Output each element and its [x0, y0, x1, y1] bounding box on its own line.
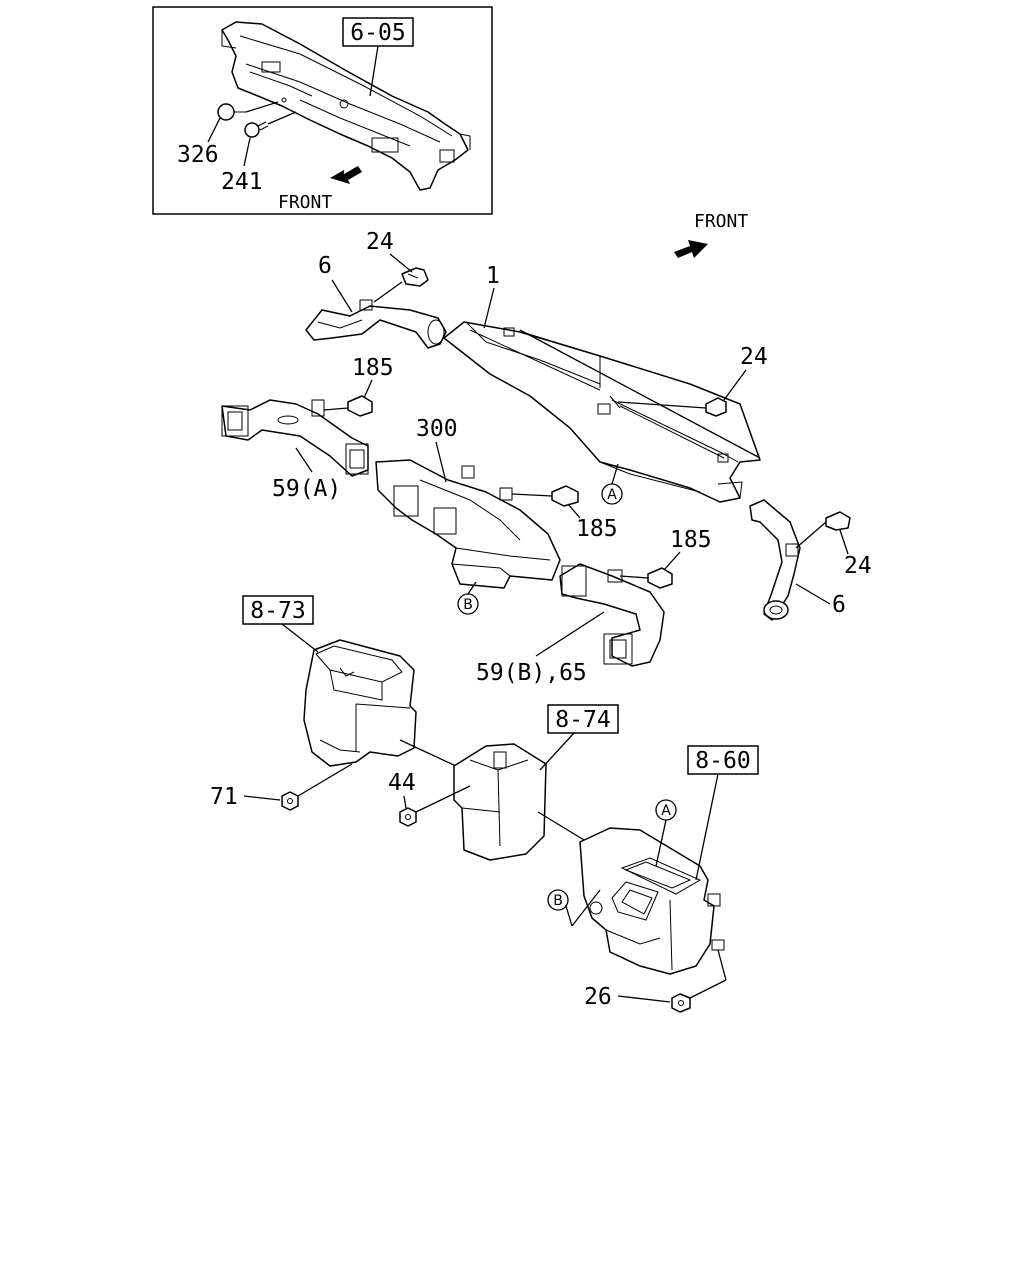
clip-326	[217, 103, 246, 121]
svg-text:A: A	[661, 803, 671, 819]
callout-185-c: 185	[670, 527, 712, 553]
screw-24-upper	[401, 267, 429, 287]
callout-24-upper: 24	[366, 229, 394, 255]
callout-59b: 59(B),65	[476, 660, 587, 686]
callout-326: 326	[177, 142, 219, 168]
screw-24-right	[705, 397, 727, 417]
ref-box-8-60	[687, 745, 759, 775]
callout-241: 241	[221, 169, 263, 195]
duct-59a	[221, 399, 369, 477]
callout-71: 71	[210, 784, 238, 810]
marker-a-upper: A	[601, 463, 623, 505]
main-front-label: FRONT	[694, 211, 748, 232]
callout-6-right: 6	[832, 592, 846, 618]
front-arrow-icon	[330, 166, 362, 184]
screw-185-a	[347, 395, 373, 417]
callout-185-a: 185	[352, 355, 394, 381]
callout-59a: 59(A)	[272, 476, 341, 502]
callout-44: 44	[388, 770, 416, 796]
marker-b-upper: B	[457, 581, 479, 615]
side-vent-duct-right	[749, 499, 801, 621]
inset-front-label: FRONT	[278, 192, 332, 213]
ref-label-8-73: 8-73	[250, 598, 305, 624]
nut-44	[399, 807, 417, 827]
defroster-nozzle	[443, 321, 761, 503]
cowl-panel-drawing	[221, 21, 471, 191]
callout-1: 1	[486, 263, 500, 289]
ref-box-8-74	[547, 704, 619, 734]
side-vent-duct-left	[305, 299, 447, 349]
svg-text:A: A	[607, 487, 617, 503]
callout-26: 26	[584, 984, 612, 1010]
inset-ref-label: 6-05	[350, 20, 405, 46]
main-front-arrow-icon	[674, 240, 708, 258]
ref-box-8-73	[242, 595, 314, 625]
clip-241	[244, 121, 269, 138]
callout-6-upper: 6	[318, 253, 332, 279]
screw-185-c	[647, 567, 673, 589]
callout-24-far-right: 24	[844, 553, 872, 579]
inset-panel: 6-05 326 241 FRONT	[152, 6, 493, 215]
blower-unit	[303, 639, 417, 767]
heater-unit	[579, 827, 725, 975]
callout-24-right: 24	[740, 344, 768, 370]
center-duct-300	[375, 459, 561, 589]
callout-185-b: 185	[576, 516, 618, 542]
screw-185-b	[551, 485, 579, 507]
intermediate-case	[453, 743, 547, 861]
screw-24-far-right	[825, 511, 851, 531]
marker-b-lower: B	[547, 889, 601, 927]
nut-26	[671, 993, 691, 1013]
svg-text:B: B	[463, 597, 473, 613]
marker-a-lower: A	[655, 799, 677, 867]
ref-label-8-74: 8-74	[555, 707, 610, 733]
nut-71	[281, 791, 299, 811]
svg-text:B: B	[553, 893, 563, 909]
callout-300: 300	[416, 416, 458, 442]
ref-label-8-60: 8-60	[695, 748, 750, 774]
duct-59b	[559, 563, 665, 667]
